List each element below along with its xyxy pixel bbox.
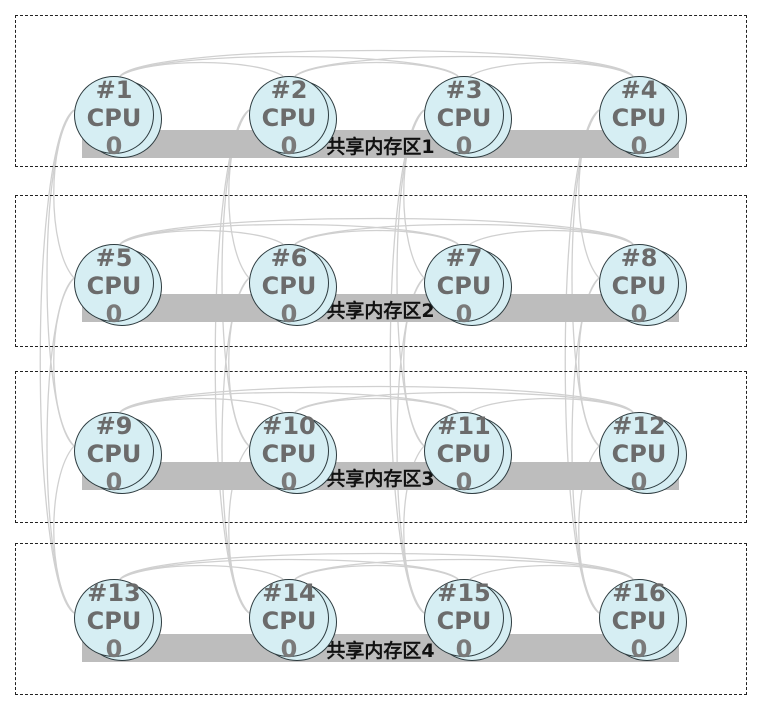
cpu-node-index: 0 [105,635,123,663]
shared-memory-bar-1: 共享内存区1 [82,130,679,158]
cpu-node-index: 0 [630,300,648,328]
cpu-node-index: 0 [455,132,473,160]
cpu-node-index: 0 [280,635,298,663]
shared-memory-bar-2: 共享内存区2 [82,294,679,322]
cpu-node-type: CPU [611,607,667,635]
cpu-node-id: #8 [620,244,658,272]
cpu-node-index: 0 [455,468,473,496]
cpu-node-id: #10 [262,412,316,440]
cpu-node-id: #2 [270,76,308,104]
cpu-node-type: CPU [436,440,492,468]
cpu-node-type: CPU [436,272,492,300]
cpu-node-index: 0 [280,132,298,160]
cpu-node-index: 0 [630,468,648,496]
cpu-node-type: CPU [86,104,142,132]
cpu-node-id: #4 [620,76,658,104]
cpu-node-type: CPU [436,104,492,132]
cpu-node-id: #3 [445,76,483,104]
cpu-node-3: #3 CPU 0 [424,76,516,158]
cpu-node-1: #1 CPU 0 [74,76,166,158]
shared-memory-bar-3: 共享内存区3 [82,462,679,490]
cpu-node-index: 0 [105,132,123,160]
cpu-node-id: #13 [87,579,141,607]
column-link-1 [39,109,75,614]
cpu-node-id: #6 [270,244,308,272]
cpu-node-index: 0 [105,300,123,328]
shared-memory-label-2: 共享内存区2 [326,300,435,322]
cpu-node-14: #14 CPU 0 [249,579,341,661]
cpu-node-13: #13 CPU 0 [74,579,166,661]
cpu-node-id: #16 [612,579,666,607]
cpu-node-type: CPU [261,104,317,132]
cpu-node-15: #15 CPU 0 [424,579,516,661]
cpu-node-type: CPU [436,607,492,635]
cpu-node-type: CPU [261,607,317,635]
cpu-node-type: CPU [261,272,317,300]
cpu-node-index: 0 [280,300,298,328]
shared-memory-region-3 [15,371,747,523]
shared-memory-region-1 [15,15,747,167]
cpu-node-id: #9 [95,412,133,440]
cpu-node-type: CPU [86,440,142,468]
column-link-3 [389,109,425,614]
cpu-node-index: 0 [455,300,473,328]
cpu-node-type: CPU [261,440,317,468]
cpu-node-11: #11 CPU 0 [424,412,516,494]
cpu-node-index: 0 [280,468,298,496]
cpu-node-id: #11 [437,412,491,440]
cpu-node-id: #12 [612,412,666,440]
cpu-node-4: #4 CPU 0 [599,76,691,158]
cpu-node-8: #8 CPU 0 [599,244,691,326]
cpu-node-7: #7 CPU 0 [424,244,516,326]
cpu-node-type: CPU [86,607,142,635]
column-link-2 [214,109,250,614]
cpu-node-type: CPU [611,272,667,300]
shared-memory-label-3: 共享内存区3 [326,468,435,490]
shared-memory-label-1: 共享内存区1 [326,136,435,158]
shared-memory-region-4 [15,543,747,695]
cpu-node-2: #2 CPU 0 [249,76,341,158]
cpu-node-12: #12 CPU 0 [599,412,691,494]
cpu-node-9: #9 CPU 0 [74,412,166,494]
cpu-node-10: #10 CPU 0 [249,412,341,494]
cpu-node-id: #14 [262,579,316,607]
cpu-node-index: 0 [105,468,123,496]
cpu-node-type: CPU [611,440,667,468]
shared-memory-label-4: 共享内存区4 [326,640,435,662]
cpu-node-type: CPU [86,272,142,300]
cpu-node-id: #5 [95,244,133,272]
cpu-node-type: CPU [611,104,667,132]
cpu-node-index: 0 [630,132,648,160]
cpu-node-6: #6 CPU 0 [249,244,341,326]
cpu-node-id: #1 [95,76,133,104]
shared-memory-region-2 [15,195,747,347]
cpu-node-index: 0 [455,635,473,663]
cpu-node-5: #5 CPU 0 [74,244,166,326]
cpu-node-index: 0 [630,635,648,663]
cpu-node-id: #15 [437,579,491,607]
cpu-node-16: #16 CPU 0 [599,579,691,661]
shared-memory-bar-4: 共享内存区4 [82,634,679,662]
cpu-node-id: #7 [445,244,483,272]
column-link-4 [564,109,600,614]
